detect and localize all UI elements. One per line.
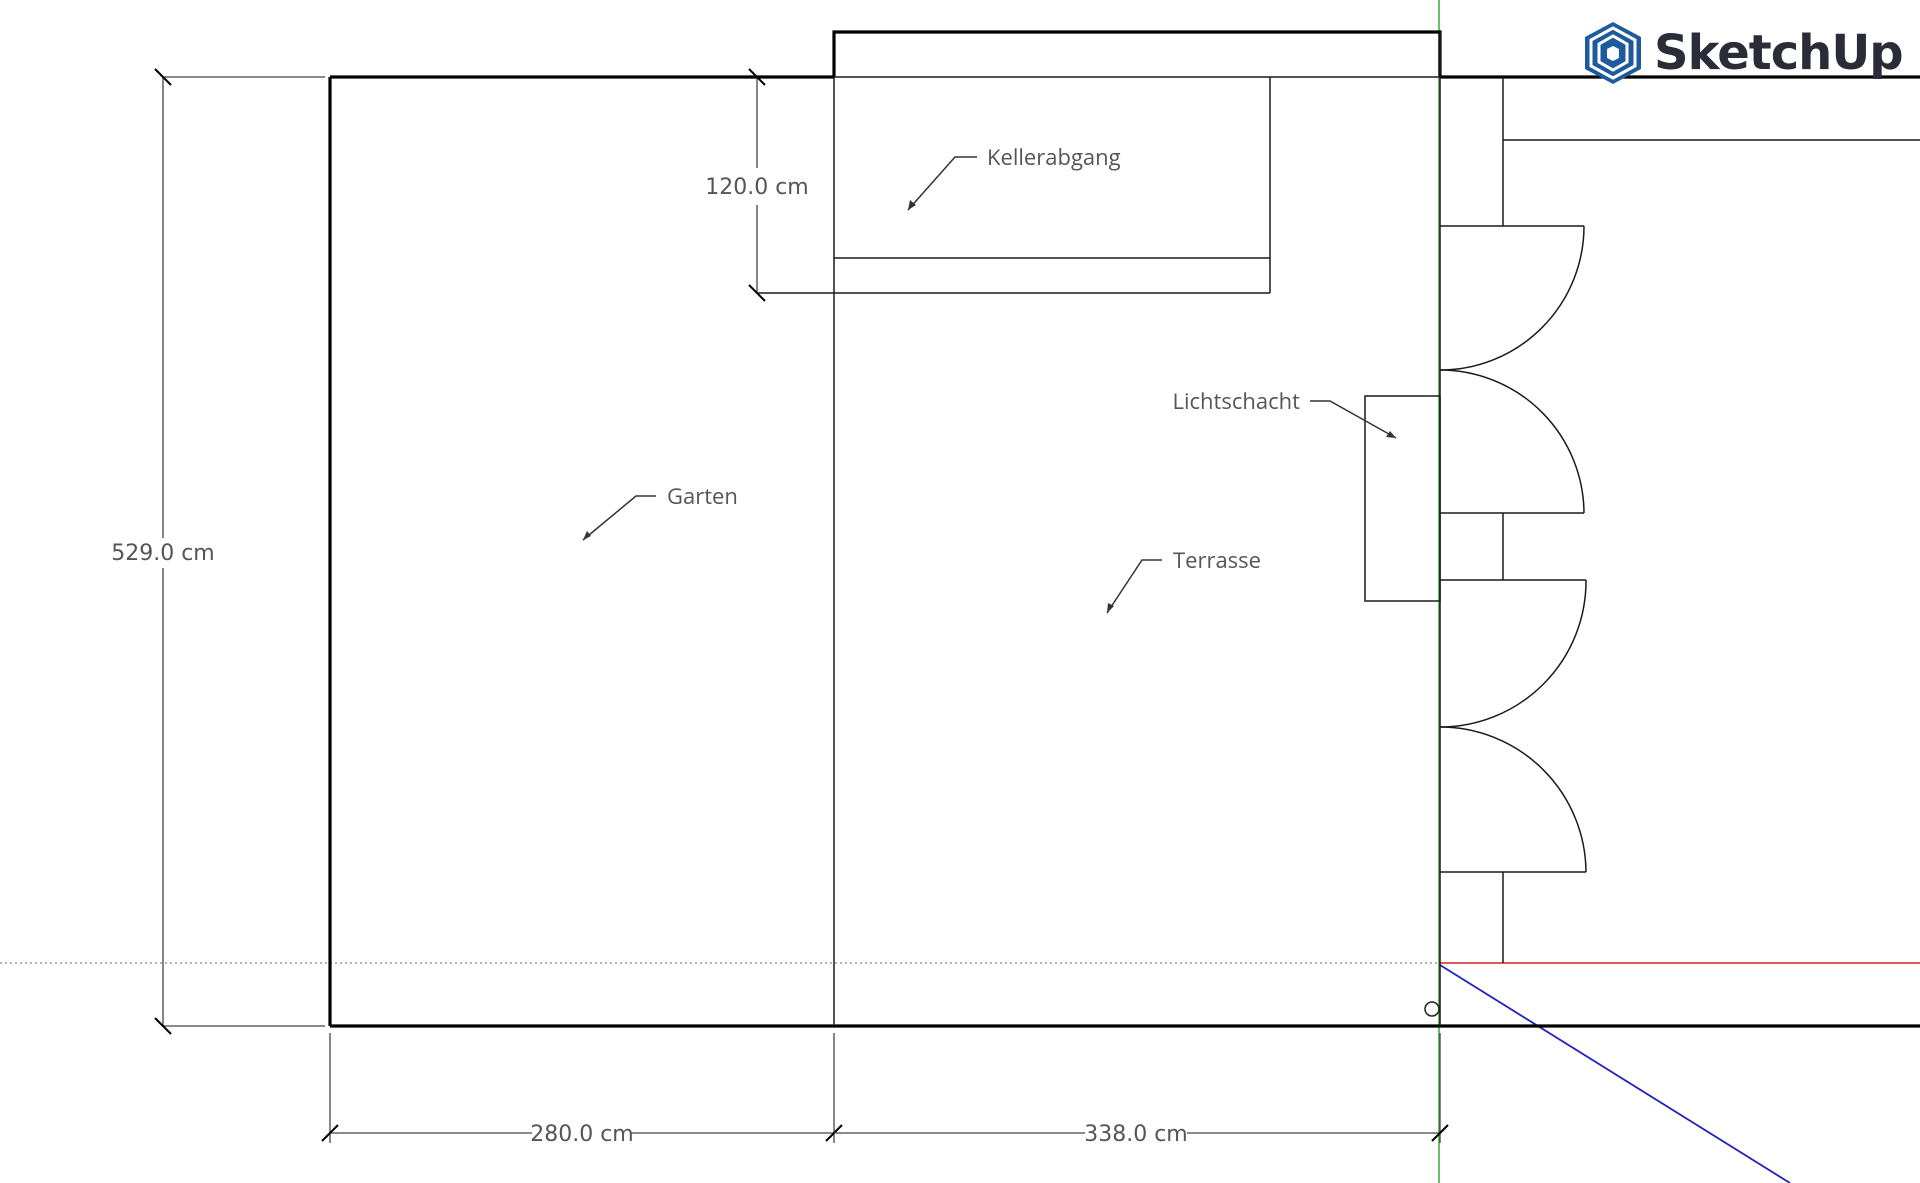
door-swing-3[interactable] xyxy=(1439,579,1587,728)
interior-lines[interactable] xyxy=(833,32,1441,1026)
dimension-width-terrasse[interactable] xyxy=(834,1033,1449,1143)
label-kellerabgang[interactable]: Kellerabgang xyxy=(987,142,1121,172)
origin-marker xyxy=(1424,1001,1440,1017)
site-outline[interactable] xyxy=(328,30,1920,1028)
sketchup-logo-icon xyxy=(1585,22,1641,84)
dimension-height-total[interactable] xyxy=(154,68,325,1035)
dimension-label-width-terrasse: 338.0 cm xyxy=(1084,1122,1188,1147)
door-swing-1[interactable] xyxy=(1439,225,1585,371)
lichtschacht-shape[interactable] xyxy=(1364,395,1441,602)
door-swing-4[interactable] xyxy=(1439,726,1587,873)
brand-name: SketchUp xyxy=(1654,25,1903,81)
house-wall[interactable] xyxy=(1502,77,1920,963)
dimension-label-height-total: 529.0 cm xyxy=(111,541,215,566)
leader-terrasse[interactable] xyxy=(1106,559,1162,614)
leader-lichtschacht[interactable] xyxy=(1310,400,1397,439)
label-terrasse[interactable]: Terrasse xyxy=(1173,545,1261,575)
dimension-label-width-garten: 280.0 cm xyxy=(530,1122,634,1147)
blue-axis-line xyxy=(1439,964,1791,1183)
label-lichtschacht[interactable]: Lichtschacht xyxy=(1172,386,1300,416)
kellerabgang-shape[interactable] xyxy=(758,77,1271,294)
dimension-label-height-kellerabgang: 120.0 cm xyxy=(705,175,809,200)
dimension-height-kellerabgang[interactable] xyxy=(748,68,766,302)
label-garten[interactable]: Garten xyxy=(667,481,738,511)
leader-kellerabgang[interactable] xyxy=(907,156,977,211)
door-swing-2[interactable] xyxy=(1439,369,1585,514)
leader-garten[interactable] xyxy=(582,495,656,541)
